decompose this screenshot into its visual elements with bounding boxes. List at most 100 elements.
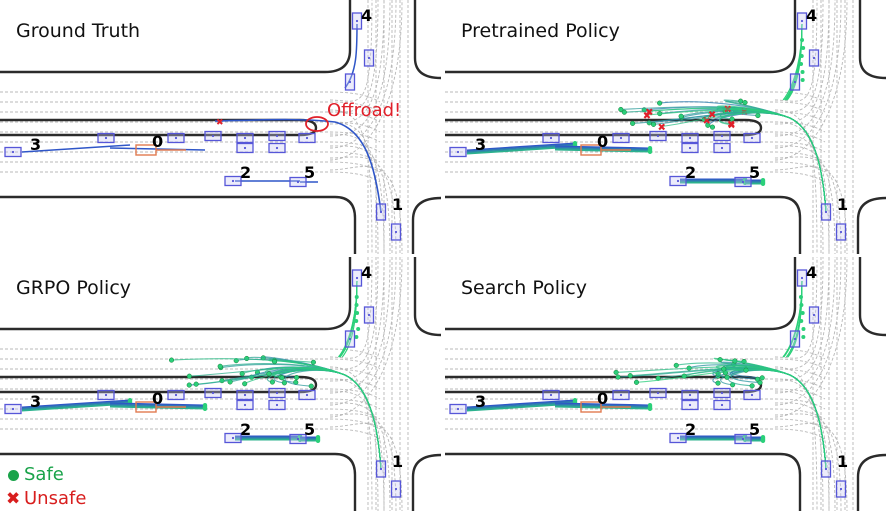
safe-endpoint bbox=[709, 124, 716, 130]
short-trajectories bbox=[21, 398, 321, 443]
lane-curve bbox=[329, 257, 397, 406]
vehicle-center bbox=[824, 467, 828, 471]
road-edge bbox=[0, 195, 357, 254]
trajectory bbox=[466, 399, 576, 408]
vehicle-center bbox=[656, 391, 660, 395]
lane-curve bbox=[774, 0, 824, 113]
vehicle-center bbox=[720, 146, 724, 150]
lane-horizontal bbox=[0, 131, 381, 143]
road-edge bbox=[858, 257, 886, 337]
safe-endpoint bbox=[356, 327, 361, 331]
panel-title: Search Policy bbox=[461, 277, 587, 299]
road-edge bbox=[0, 0, 352, 74]
lane-curve bbox=[774, 0, 830, 125]
agent-label: 1 bbox=[392, 195, 403, 214]
safe-endpoint bbox=[193, 381, 199, 387]
lane-curve bbox=[774, 378, 824, 511]
lane-curve bbox=[329, 133, 385, 254]
vehicle-center bbox=[741, 437, 745, 441]
road-edge bbox=[413, 257, 441, 337]
safe-endpoint bbox=[647, 149, 653, 154]
lane-horizontal bbox=[445, 101, 826, 113]
vehicle-center bbox=[656, 134, 660, 138]
vehicle-center bbox=[11, 407, 15, 411]
vehicle-center bbox=[355, 276, 359, 280]
safe-endpoint bbox=[755, 113, 761, 119]
agent-label: 2 bbox=[685, 163, 696, 182]
safe-endpoint bbox=[759, 375, 765, 381]
trajectory bbox=[554, 146, 651, 151]
lane-horizontal bbox=[0, 388, 381, 400]
safe-endpoint bbox=[618, 106, 624, 113]
safe-endpoint bbox=[239, 371, 245, 377]
lane-curve bbox=[774, 0, 842, 149]
vehicle-center bbox=[355, 19, 359, 23]
lane-curve bbox=[329, 121, 379, 254]
road-edge bbox=[445, 0, 797, 74]
safe-endpoint bbox=[202, 406, 208, 411]
lane-horizontal bbox=[0, 408, 381, 420]
agent-label: 1 bbox=[837, 452, 848, 471]
road-edge bbox=[445, 257, 797, 331]
safe-endpoint bbox=[647, 406, 653, 411]
lane-horizontal bbox=[0, 348, 381, 360]
vehicle-center bbox=[812, 313, 816, 317]
vehicle-center bbox=[367, 56, 371, 60]
trajectory bbox=[554, 402, 651, 406]
road-edge bbox=[0, 452, 357, 511]
road-edge bbox=[413, 0, 441, 80]
safe-endpoint bbox=[186, 373, 192, 379]
lane-horizontal bbox=[445, 91, 826, 103]
trajectory bbox=[109, 147, 206, 151]
vehicle-center bbox=[305, 393, 309, 397]
road-edge bbox=[445, 452, 802, 511]
safe-endpoint bbox=[315, 438, 321, 443]
agent-label: 4 bbox=[361, 263, 372, 282]
vehicle-center bbox=[812, 56, 816, 60]
lane-curve bbox=[774, 257, 842, 406]
lane-horizontal bbox=[0, 101, 381, 113]
vehicle-center bbox=[549, 136, 553, 140]
vehicles bbox=[4, 269, 402, 498]
lane-horizontal bbox=[445, 348, 826, 360]
unsafe-endpoint: ✖ bbox=[658, 123, 666, 134]
safe-endpoint bbox=[657, 100, 663, 106]
vehicle-center bbox=[394, 230, 398, 234]
safe-endpoint bbox=[757, 380, 763, 386]
trajectory bbox=[554, 149, 651, 153]
safe-endpoint bbox=[721, 366, 727, 372]
lane-curve bbox=[774, 257, 824, 370]
lane-curve bbox=[329, 0, 397, 149]
trajectory bbox=[109, 403, 206, 408]
lane-curve bbox=[774, 257, 830, 382]
safe-endpoint bbox=[269, 379, 275, 385]
panel-title: GRPO Policy bbox=[16, 277, 132, 299]
safe-endpoint bbox=[615, 374, 621, 380]
x-mark-icon: ✖ bbox=[6, 489, 21, 509]
short-trajectories bbox=[466, 141, 766, 186]
trajectory bbox=[21, 144, 131, 153]
vehicle-center bbox=[379, 467, 383, 471]
offroad-marker bbox=[305, 116, 329, 132]
lane-horizontal bbox=[445, 398, 826, 410]
vehicle-center bbox=[275, 391, 279, 395]
vehicle-center bbox=[619, 393, 623, 397]
lane-horizontal bbox=[0, 418, 381, 430]
legend-unsafe: ✖Unsafe bbox=[6, 488, 86, 509]
vehicle-center bbox=[231, 179, 235, 183]
safe-endpoint bbox=[354, 335, 359, 339]
safe-endpoint bbox=[801, 327, 806, 331]
safe-endpoint bbox=[800, 78, 805, 82]
safe-endpoint bbox=[760, 438, 766, 443]
lane-horizontal bbox=[445, 408, 826, 420]
median-edge bbox=[0, 375, 318, 394]
turning-trajectories: ✖✖✖✖✖✖✖✖✖ bbox=[618, 23, 827, 213]
